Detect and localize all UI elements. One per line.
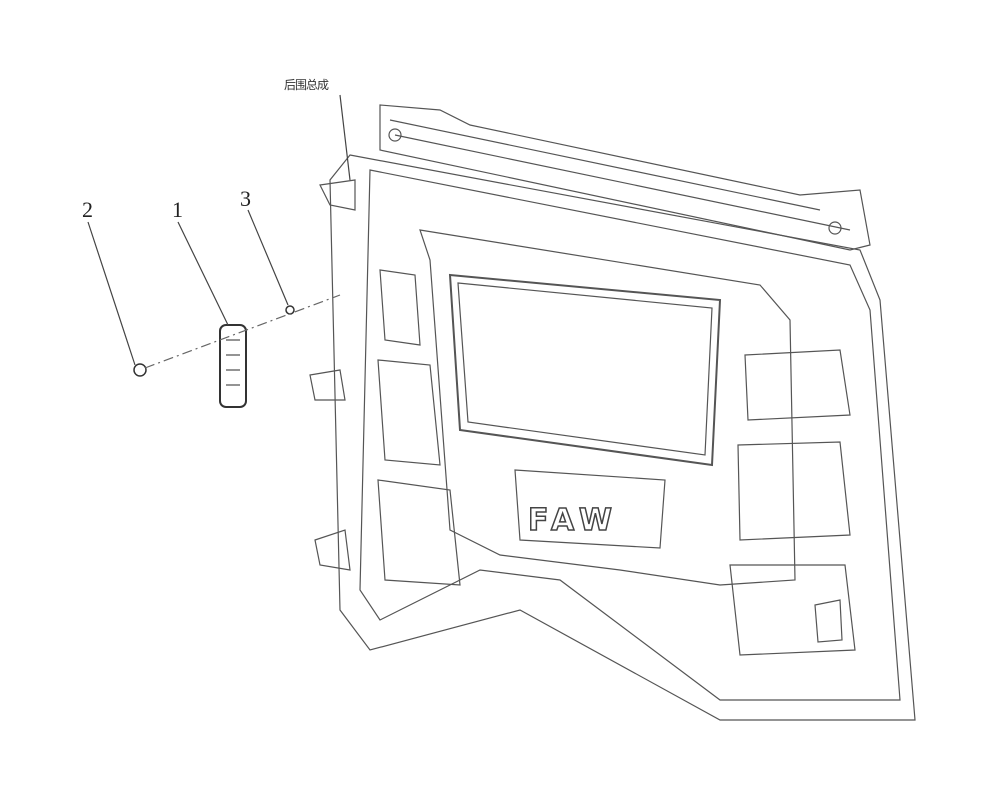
nut-part-3 <box>285 305 295 315</box>
assembly-label: 后围总成 <box>284 78 329 92</box>
faw-logo: FAW <box>528 503 618 538</box>
callout-2: 2 <box>82 197 93 222</box>
top-rail <box>379 104 871 251</box>
leader-lines <box>87 94 351 366</box>
callout-3: 3 <box>240 186 251 211</box>
center-line <box>144 294 341 369</box>
screw-part-2 <box>133 363 147 377</box>
vent-grille-part-1 <box>219 324 247 408</box>
callout-1: 1 <box>172 197 183 222</box>
rear-panel: FAW <box>309 154 916 721</box>
